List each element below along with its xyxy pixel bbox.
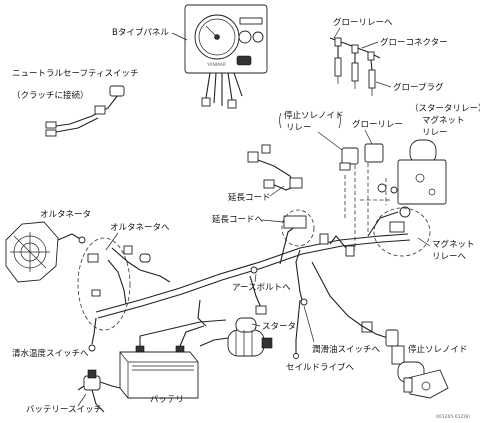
main-harness xyxy=(95,211,411,333)
clutch-note-label: （クラッチに接続） xyxy=(12,90,89,101)
battery-switch xyxy=(77,369,121,413)
extension-cord xyxy=(247,144,303,191)
panel-brand: YANMAR xyxy=(206,62,226,68)
magnet-relay-label-1: （スタータリレー） xyxy=(410,103,480,114)
sail-drive-label: セイルドライブへ xyxy=(286,362,355,373)
b-type-panel: YANMAR xyxy=(184,4,268,109)
callout-alternator xyxy=(77,237,131,331)
battery-switch-label: バッテリースイッチ xyxy=(26,405,102,415)
to-magnet-relay-label-2: リレーへ xyxy=(432,252,467,262)
to-extension-cord-label: 延長コードへ xyxy=(212,214,264,225)
glow-relay-label: グローリレー xyxy=(352,119,403,130)
alternator-connectors xyxy=(87,245,151,297)
alternator-label: オルタネータ xyxy=(40,210,91,220)
callout-extension xyxy=(281,209,315,247)
neutral-safety-switch-label: ニュートラルセーフティスイッチ xyxy=(12,69,138,79)
relay-assembly xyxy=(339,139,447,250)
magnet-relay-label-2: マグネット xyxy=(422,115,465,126)
callout-magnet-relay xyxy=(373,207,431,257)
extension-cord-label: 延長コード xyxy=(228,192,271,203)
stop-solenoid-relay-label-2: リレー xyxy=(286,123,312,133)
glow-plug-set xyxy=(329,37,381,96)
coolant-temp-switch-label: 清水温度スイッチへ xyxy=(12,348,89,359)
to-magnet-relay-label-1: マグネット xyxy=(432,239,475,250)
stop-solenoid xyxy=(361,325,449,399)
battery-label: バッテリ xyxy=(150,395,184,405)
starter-label: スタータ xyxy=(262,322,296,332)
to-alternator-label: オルタネータへ xyxy=(110,223,170,233)
neutral-safety-switch xyxy=(45,85,125,137)
figure-code: 001265-01Z(B) xyxy=(436,414,470,420)
b-panel-label: Bタイプパネル xyxy=(112,28,169,38)
glow-connector-label: グローコネクター xyxy=(380,37,448,48)
glow-relay-to-label: グローリレーへ xyxy=(333,17,393,28)
battery xyxy=(119,319,227,399)
starter-motor xyxy=(199,317,273,357)
magnet-relay-label-3: リレー xyxy=(422,128,448,138)
stop-solenoid-label: 停止ソレノイド xyxy=(408,344,468,355)
glow-plug-label: グロープラグ xyxy=(393,82,444,93)
oil-switch-label: 潤滑油スイッチへ xyxy=(312,344,381,355)
stop-solenoid-relay-label-1: 停止ソレノイド xyxy=(284,110,344,121)
alternator xyxy=(5,221,86,283)
to-earth-bolt-label: アースボルトへ xyxy=(232,283,291,293)
